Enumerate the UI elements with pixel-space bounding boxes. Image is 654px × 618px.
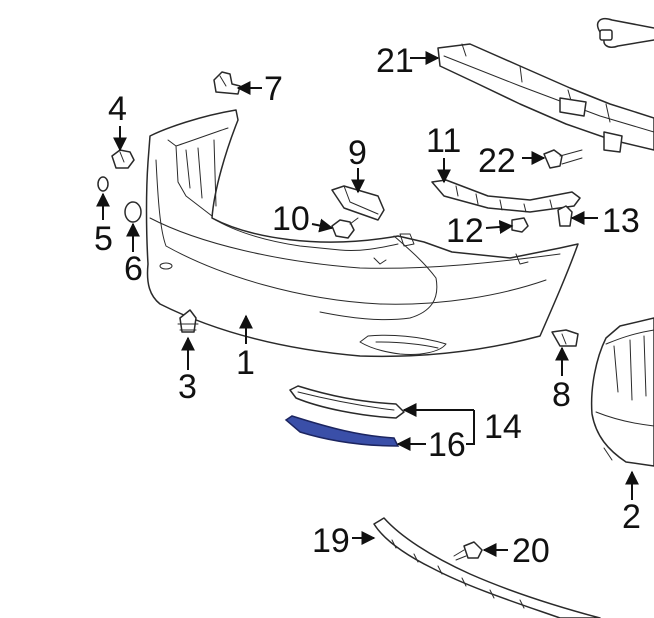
callout-11: 11 bbox=[426, 122, 461, 160]
arrow-12 bbox=[485, 219, 514, 234]
retainer-clip-part bbox=[213, 71, 241, 95]
bolt-part bbox=[111, 149, 135, 169]
callout-7: 7 bbox=[264, 70, 283, 108]
callout-9: 9 bbox=[348, 134, 367, 172]
callout-21: 21 bbox=[376, 42, 414, 80]
callout-8: 8 bbox=[552, 376, 571, 414]
side-bracket-clip-part bbox=[551, 329, 579, 347]
callout-10: 10 bbox=[272, 200, 310, 238]
callout-2: 2 bbox=[622, 498, 641, 536]
wire-harness-part bbox=[596, 18, 654, 48]
center-bracket-part bbox=[331, 185, 385, 221]
callout-16: 16 bbox=[428, 426, 466, 464]
bumper-side-part bbox=[590, 317, 654, 467]
arrow-10 bbox=[311, 218, 334, 233]
reflector-bezel-part bbox=[289, 385, 405, 419]
callout-20: 20 bbox=[512, 532, 550, 570]
callout-3: 3 bbox=[178, 368, 197, 406]
impact-bar-part bbox=[437, 43, 654, 153]
callout-4: 4 bbox=[108, 90, 127, 128]
callout-1: 1 bbox=[236, 344, 255, 382]
callout-labels: 21 7 4 5 6 9 10 11 12 13 22 1 3 8 2 14 1… bbox=[94, 42, 641, 570]
callout-6: 6 bbox=[124, 250, 143, 288]
lower-deflector-part bbox=[373, 517, 601, 618]
callout-arrows bbox=[96, 51, 639, 557]
grommet-small-part bbox=[97, 176, 109, 192]
callout-22: 22 bbox=[478, 142, 516, 180]
callout-19: 19 bbox=[312, 522, 350, 560]
reflector-highlighted-part bbox=[284, 415, 400, 447]
callout-14: 14 bbox=[484, 408, 522, 446]
rivet-clip-part bbox=[511, 217, 529, 233]
side-bracket-part bbox=[431, 179, 581, 213]
screw-part bbox=[331, 217, 359, 239]
callout-12: 12 bbox=[446, 212, 484, 250]
push-retainer-part bbox=[557, 205, 573, 227]
rear-bumper-cover-part bbox=[145, 109, 579, 358]
push-clip-part bbox=[177, 309, 199, 333]
grommet-large-part bbox=[124, 201, 142, 223]
callout-13: 13 bbox=[602, 202, 640, 240]
screw-lower-part bbox=[453, 541, 483, 561]
flange-bolt-part bbox=[543, 149, 583, 169]
callout-5: 5 bbox=[94, 220, 113, 258]
bracket-14 bbox=[466, 410, 475, 445]
